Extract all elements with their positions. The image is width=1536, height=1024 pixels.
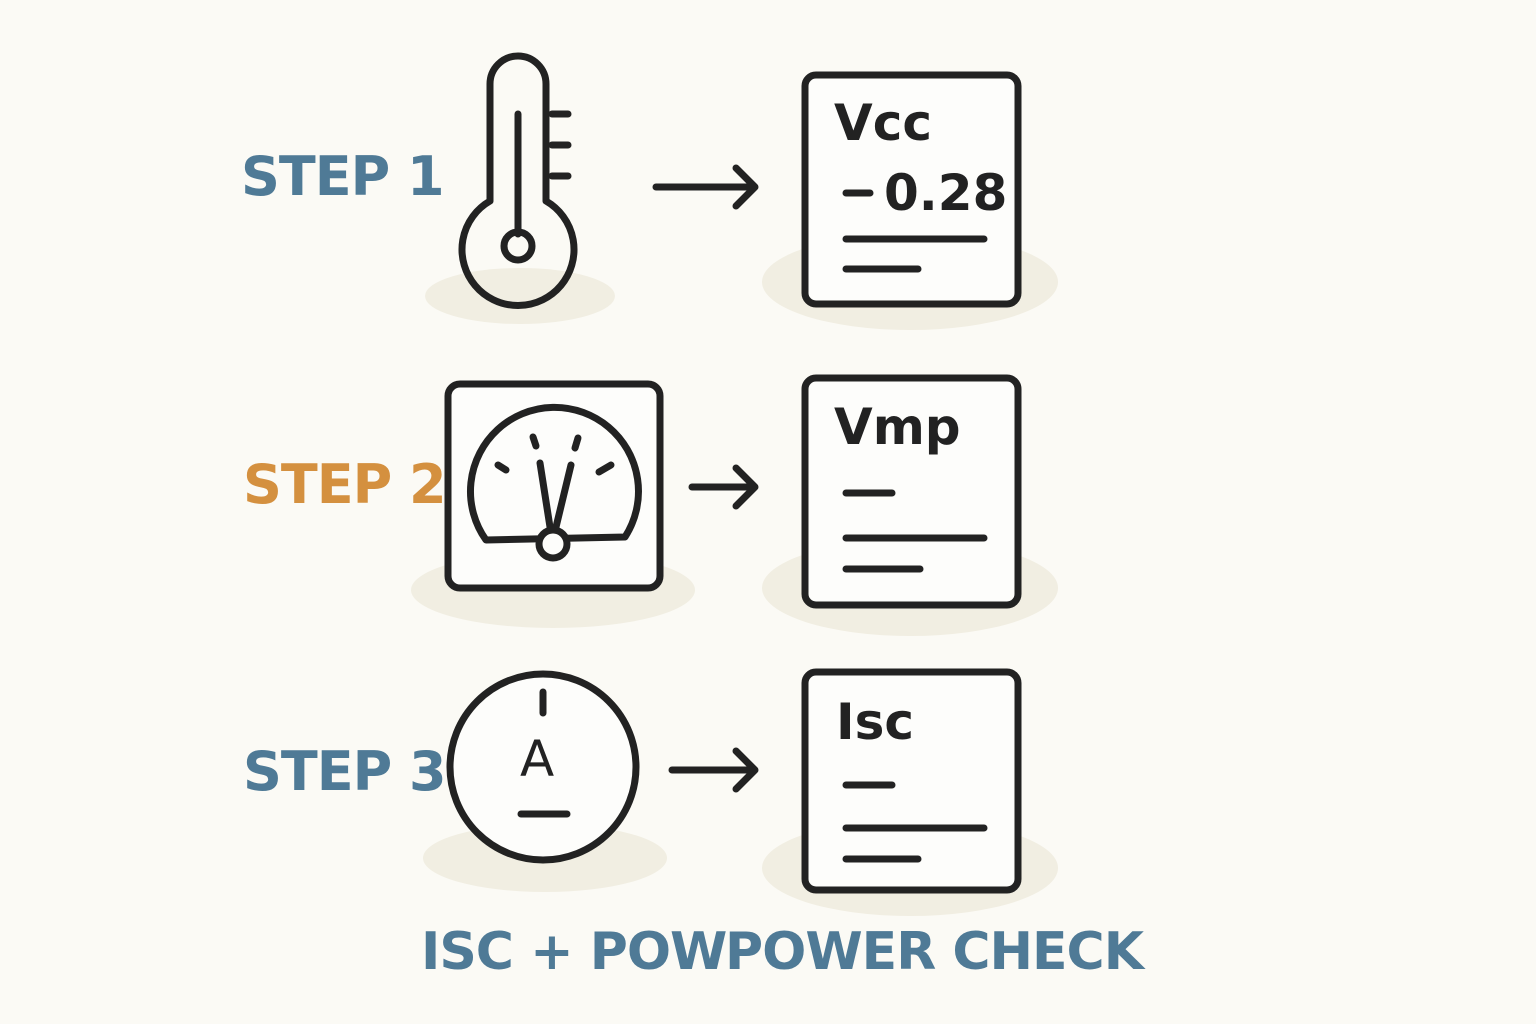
thermometer-icon xyxy=(458,52,578,309)
caption-left: ISC + POW xyxy=(421,922,727,982)
card-1-title: Vcc xyxy=(834,94,932,152)
step-3-label: STEP 3 xyxy=(243,740,447,803)
ammeter-icon xyxy=(446,670,640,864)
arrow-right-icon xyxy=(688,464,759,510)
card1-lines xyxy=(842,189,988,273)
ammeter-letter: A xyxy=(520,730,555,788)
voltmeter-gauge-icon xyxy=(444,380,664,592)
card1-frame xyxy=(801,71,1022,308)
card-2-title: Vmp xyxy=(834,398,961,456)
card-1-value: 0.28 xyxy=(884,164,1008,222)
card3-lines xyxy=(842,781,988,863)
thermometer-shadow xyxy=(425,268,615,324)
card2-frame xyxy=(801,374,1022,609)
card3-frame xyxy=(801,668,1022,894)
card2-lines xyxy=(842,489,988,573)
step-1-label: STEP 1 xyxy=(241,145,445,208)
arrow-right-icon xyxy=(652,164,759,210)
step-2-label: STEP 2 xyxy=(243,453,447,516)
arrow-right-icon xyxy=(668,747,759,793)
caption-right: POWER CHECK xyxy=(725,922,1144,982)
card-3-title: Isc xyxy=(836,693,915,751)
